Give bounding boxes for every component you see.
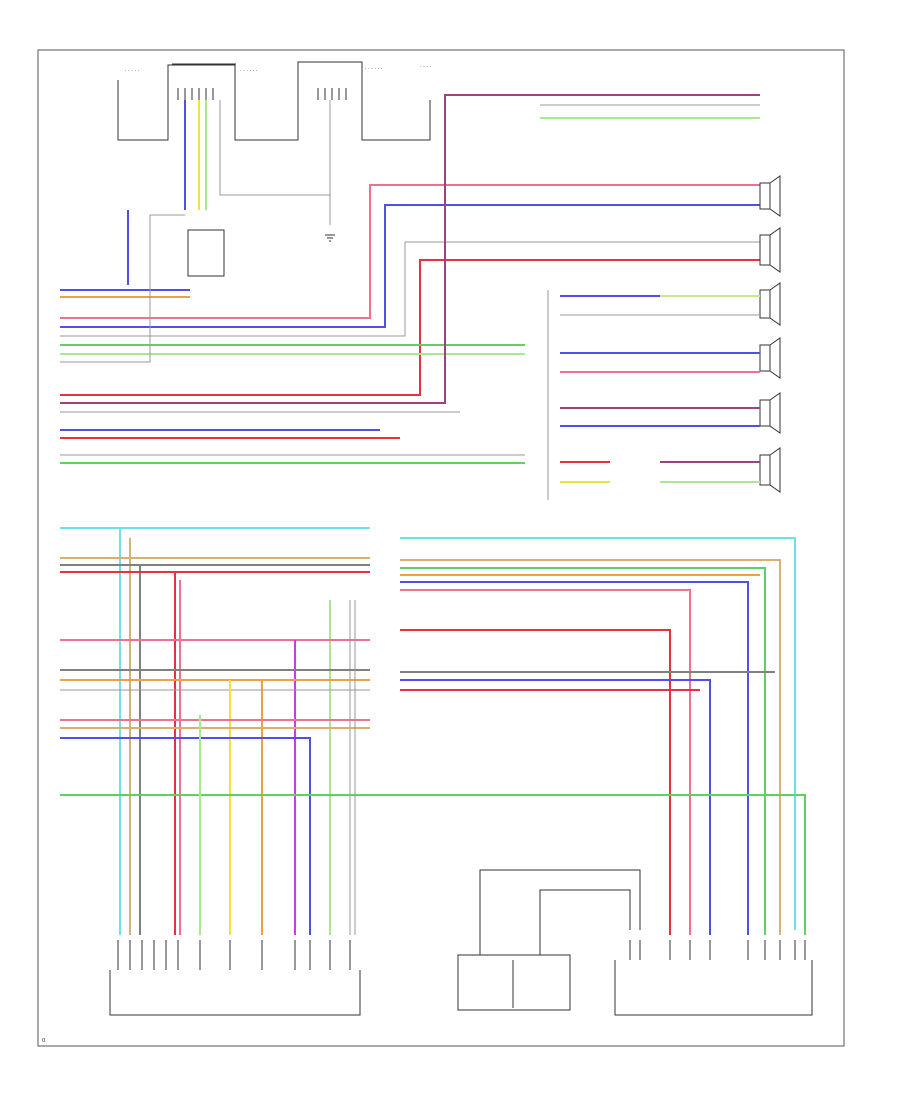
- relay-box: [187, 229, 225, 277]
- ground-symbol: [325, 234, 335, 242]
- speaker-right-rear: [759, 282, 781, 326]
- wire-blue-a: [60, 210, 190, 291]
- diagram-frame: [37, 49, 845, 1047]
- wire-blue-bus4: [400, 679, 711, 935]
- wire-red-bus2: [400, 629, 671, 935]
- top-vertical-wires: [184, 100, 331, 225]
- svg-text:· · · · ·: · · · · ·: [125, 68, 140, 74]
- wire-blue-bus: [400, 581, 749, 935]
- wire-blue-b: [60, 204, 760, 328]
- svg-text:· · · · · ·: · · · · · ·: [365, 66, 383, 72]
- speaker-wires-right: [547, 290, 760, 500]
- xm-antenna-box: [457, 954, 571, 1011]
- wire-blue-bus6: [60, 737, 311, 935]
- wire-red-a: [60, 259, 760, 396]
- wire-tan-bus: [60, 557, 781, 935]
- footer-code: 0: [42, 1038, 45, 1044]
- center-display-box: [614, 960, 813, 1016]
- right-speakers: [759, 175, 781, 493]
- wire-gray-top: [219, 100, 331, 196]
- speaker-left-tweeter: [759, 392, 781, 434]
- wire-purple-a: [60, 94, 760, 404]
- speaker-right-front: [759, 175, 781, 217]
- svg-text:· · · ·: · · · ·: [420, 64, 432, 70]
- wire-gray-a: [60, 241, 760, 337]
- speaker-left-rear: [759, 447, 781, 493]
- wire-gray-bus4: [60, 669, 775, 673]
- svg-text:· · · · · ·: · · · · · ·: [240, 68, 258, 74]
- speaker-wires-upper: [60, 94, 760, 464]
- speaker-right-tweeter: [759, 337, 781, 379]
- wire-gray-b: [60, 214, 185, 363]
- speaker-left-front: [759, 227, 781, 273]
- bottom-components: [109, 869, 813, 1016]
- top-connectors: · · · · · · · · · · · · · · · · · · · · …: [117, 61, 432, 141]
- wire-pink-bus: [400, 589, 691, 935]
- wire-green-bus: [400, 567, 766, 935]
- wire-cyan-bus: [60, 527, 796, 930]
- wire-green-long: [60, 794, 806, 935]
- audio-unit-box: [109, 970, 361, 1016]
- wire-pink-a: [60, 184, 760, 319]
- lower-bus-wires: [60, 527, 806, 935]
